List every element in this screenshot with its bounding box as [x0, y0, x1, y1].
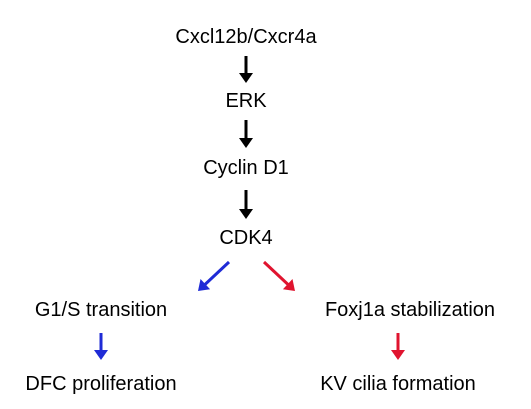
arrow-erk-to-cyclin-d1: [239, 120, 253, 148]
arrow-foxj1a-to-kv: [391, 333, 405, 360]
node-cxcl12b-cxcr4a: Cxcl12b/Cxcr4a: [175, 26, 317, 48]
arrow-cyclin-d1-to-cdk4: [239, 190, 253, 219]
arrow-g1s-to-dfc: [94, 333, 108, 360]
arrow-cxcl12b-to-erk: [239, 56, 253, 83]
node-kv-cilia-formation: KV cilia formation: [320, 373, 476, 395]
arrow-layer: [94, 56, 405, 360]
arrow-cdk4-to-foxj1a: [262, 260, 295, 291]
arrow-cdk4-to-g1s: [198, 260, 231, 291]
node-dfc-proliferation: DFC proliferation: [25, 373, 176, 395]
node-cdk4: CDK4: [219, 227, 272, 249]
node-erk: ERK: [225, 90, 267, 112]
node-cyclin-d1: Cyclin D1: [203, 157, 289, 179]
node-foxj1a-stabilization: Foxj1a stabilization: [325, 299, 495, 321]
node-g1s-transition: G1/S transition: [35, 299, 167, 321]
